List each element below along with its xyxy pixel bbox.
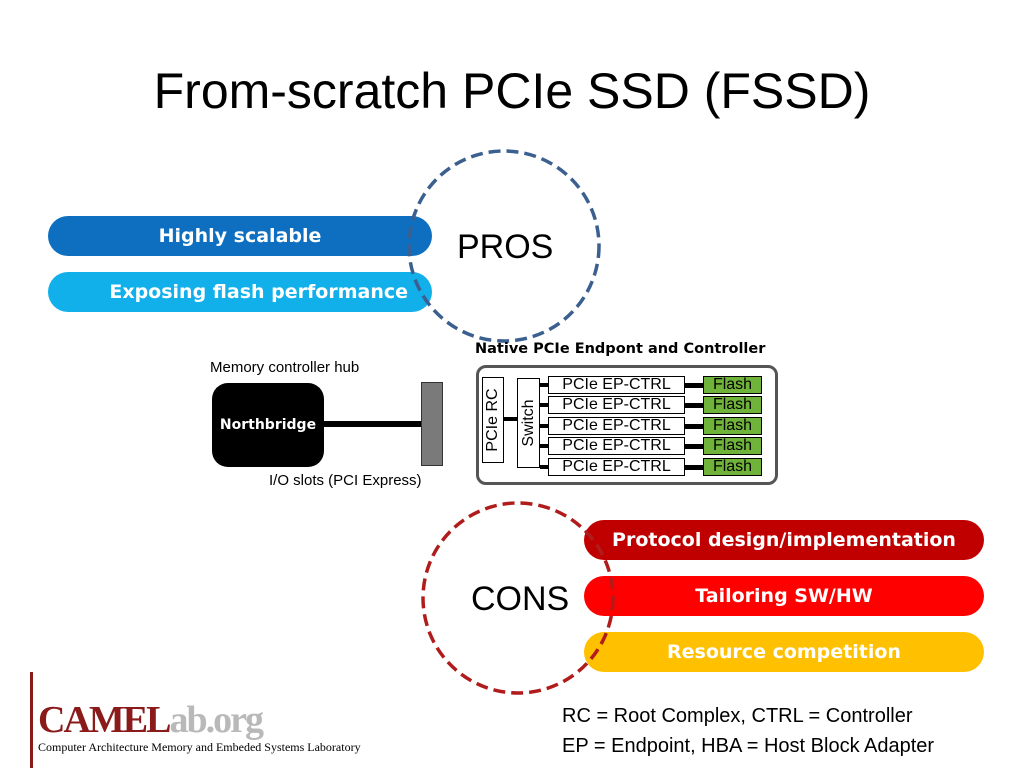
ctrl-flash-link xyxy=(685,424,703,429)
pros-item-exposing-flash: Exposing flash performance xyxy=(48,272,432,312)
ep-ctrl-box: PCIe EP-CTRL xyxy=(548,458,685,476)
pros-item-label: Exposing flash performance xyxy=(109,281,408,303)
logo-bar xyxy=(30,672,33,768)
ep-ctrl-box: PCIe EP-CTRL xyxy=(548,417,685,435)
switch-stub xyxy=(540,403,548,407)
legend-line-2: EP = Endpoint, HBA = Host Block Adapter xyxy=(562,735,935,757)
pros-item-label: Highly scalable xyxy=(158,225,322,247)
flash-box: Flash xyxy=(703,417,762,435)
ctrl-flash-link xyxy=(685,444,703,449)
cons-item-label: Protocol design/implementation xyxy=(612,529,956,551)
ctrl-flash-link xyxy=(685,383,703,388)
cons-label: CONS xyxy=(471,580,570,618)
camelab-logo: CAMELab.org xyxy=(38,699,264,741)
io-slot xyxy=(421,382,443,466)
pros-item-highly-scalable: Highly scalable xyxy=(48,216,432,256)
flash-box: Flash xyxy=(703,437,762,455)
logo-part-2: ab.org xyxy=(169,699,263,741)
pcie-rc-box: PCIe RC xyxy=(482,377,504,463)
switch-stub xyxy=(540,465,548,469)
cons-item-tailoring: Tailoring SW/HW xyxy=(584,576,984,616)
ep-ctrl-box: PCIe EP-CTRL xyxy=(548,396,685,414)
bus-line xyxy=(324,421,422,427)
flash-box: Flash xyxy=(703,396,762,414)
logo-part-1: CAMEL xyxy=(38,699,171,741)
hub-label: Memory controller hub xyxy=(210,359,360,376)
pros-circle xyxy=(407,149,601,343)
switch-box: Switch xyxy=(517,378,540,468)
legend-line-1: RC = Root Complex, CTRL = Controller xyxy=(562,705,913,727)
pros-label: PROS xyxy=(457,228,554,266)
cons-item-protocol: Protocol design/implementation xyxy=(584,520,984,560)
switch-stub xyxy=(540,444,548,448)
ctrl-flash-link xyxy=(685,403,703,408)
ctrl-flash-link xyxy=(685,465,703,470)
slide-title: From-scratch PCIe SSD (FSSD) xyxy=(153,63,871,119)
cons-item-label: Resource competition xyxy=(667,641,901,663)
ep-ctrl-box: PCIe EP-CTRL xyxy=(548,437,685,455)
northbridge-box: Northbridge xyxy=(212,383,324,467)
pcie-rc-label: PCIe RC xyxy=(484,388,501,452)
endpoint-title: Native PCIe Endpont and Controller xyxy=(475,341,766,357)
slots-label: I/O slots (PCI Express) xyxy=(269,472,422,489)
logo-subtitle: Computer Architecture Memory and Embeded… xyxy=(38,740,361,754)
cons-circle xyxy=(421,501,615,695)
flash-box: Flash xyxy=(703,376,762,394)
northbridge-label: Northbridge xyxy=(219,417,317,433)
switch-stub xyxy=(540,383,548,387)
rc-switch-link xyxy=(504,417,518,421)
cons-item-label: Tailoring SW/HW xyxy=(695,585,873,607)
flash-box: Flash xyxy=(703,458,762,476)
ep-ctrl-box: PCIe EP-CTRL xyxy=(548,376,685,394)
cons-item-resource: Resource competition xyxy=(584,632,984,672)
switch-stub xyxy=(540,424,548,428)
switch-label: Switch xyxy=(519,399,537,447)
